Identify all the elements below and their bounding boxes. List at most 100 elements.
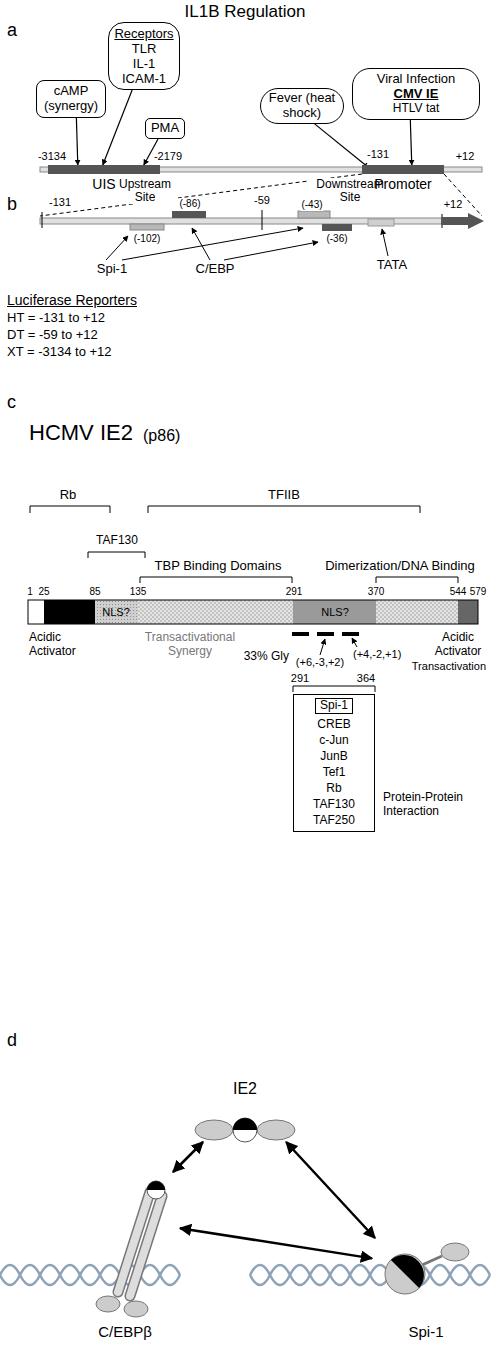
position-number: +12 bbox=[455, 150, 476, 163]
residue-number: 370 bbox=[367, 586, 386, 598]
residue-number: 1 bbox=[26, 586, 34, 598]
node-text: CREB bbox=[317, 716, 350, 732]
node-text: cAMP (synergy) bbox=[41, 84, 101, 114]
protein-domain bbox=[385, 1254, 425, 1294]
domain-tag: NLS? bbox=[101, 606, 131, 619]
callout-box: PMA bbox=[145, 118, 185, 139]
domain-label: Dimerization/DNA Binding bbox=[324, 559, 476, 574]
gene-segment bbox=[362, 165, 444, 174]
leader-arrow bbox=[192, 228, 210, 260]
domain-label: Transactivation bbox=[411, 660, 487, 673]
dna-strand bbox=[0, 1265, 180, 1285]
repeat-dash bbox=[292, 632, 309, 636]
element-label: TATA bbox=[376, 258, 408, 273]
position-number: +12 bbox=[443, 198, 464, 211]
dna-strand bbox=[250, 1265, 490, 1285]
bracket bbox=[293, 686, 375, 692]
tick bbox=[262, 210, 263, 230]
node-text: TAF130 bbox=[313, 796, 355, 812]
connector-arrow bbox=[103, 90, 132, 165]
callout-bubble: ReceptorsTLRIL-1ICAM-1 bbox=[108, 22, 180, 90]
node-contents: Spi-1 bbox=[298, 698, 370, 716]
connector-arrow bbox=[410, 120, 411, 165]
bracket bbox=[30, 506, 110, 513]
reporter-line: XT = -3134 to +12 bbox=[6, 345, 113, 360]
domain-label: Acidic Activator bbox=[427, 630, 489, 658]
leader-arrow bbox=[224, 242, 318, 260]
site-position: (-86) bbox=[178, 198, 201, 210]
dimer-core bbox=[147, 1181, 165, 1199]
acidic-domain bbox=[458, 600, 478, 624]
node-text: TLR bbox=[132, 41, 157, 56]
reporter-line: HT = -131 to +12 bbox=[6, 311, 106, 326]
bracket bbox=[140, 577, 292, 583]
protein-linker bbox=[422, 1256, 442, 1265]
leader-arrow bbox=[106, 236, 128, 260]
callout-box: cAMP (synergy) bbox=[36, 80, 106, 118]
node-text: Promoter bbox=[374, 176, 432, 192]
position-number: -2179 bbox=[153, 150, 183, 163]
dna-strand bbox=[250, 1265, 490, 1285]
node-text: Tef1 bbox=[323, 764, 346, 780]
interaction-box: Spi-1CREBc-JunJunBTef1RbTAF130TAF250 bbox=[293, 694, 375, 832]
node-text: ICAM-1 bbox=[122, 71, 166, 86]
connector-arrow bbox=[315, 124, 366, 165]
callout-bubble: Viral InfectionCMV IEHTLV tat bbox=[352, 68, 480, 120]
site-position: (-36) bbox=[325, 233, 348, 245]
panel-letter: d bbox=[6, 1030, 18, 1051]
protein-outline bbox=[28, 600, 478, 624]
residue-number: 85 bbox=[88, 586, 101, 598]
residue-number: 291 bbox=[285, 586, 304, 598]
tata-box bbox=[368, 219, 394, 226]
residue-number: 25 bbox=[37, 586, 50, 598]
domain-label: TAF130 bbox=[95, 534, 139, 548]
protein-figure: Spi-1 bbox=[372, 1238, 480, 1340]
acidic-domain bbox=[44, 600, 95, 624]
repeat-label: (+4,-2,+1) bbox=[352, 648, 402, 661]
node-text: Receptors bbox=[114, 26, 173, 41]
dimer-core-half bbox=[233, 1118, 257, 1130]
factor-label: Spi-1 bbox=[96, 262, 128, 277]
transcription-arrow bbox=[442, 213, 484, 229]
nls-domain bbox=[293, 600, 376, 624]
protein-figure: IE2 bbox=[192, 1080, 298, 1142]
node-text: JunB bbox=[320, 748, 347, 764]
leader-arrow bbox=[320, 639, 325, 655]
node-text: CMV IE bbox=[394, 87, 439, 102]
partner-box: Spi-1 bbox=[315, 698, 353, 714]
domain-label: TFIIB bbox=[267, 488, 301, 503]
panel-letter: b bbox=[6, 194, 18, 215]
panel-letter: a bbox=[6, 20, 18, 41]
spi1-site bbox=[130, 224, 164, 230]
node-text: Spi-1 bbox=[320, 699, 348, 713]
residue-number: 364 bbox=[356, 672, 376, 685]
node-text: IL-1 bbox=[133, 56, 155, 71]
node-text: UIS bbox=[92, 176, 115, 192]
nls-domain bbox=[95, 600, 138, 624]
bracket bbox=[148, 506, 420, 513]
protein-domain bbox=[257, 1120, 295, 1140]
node-text: IE2 bbox=[233, 1080, 257, 1098]
note-label: Protein-Protein Interaction bbox=[382, 790, 488, 818]
protein-domain bbox=[441, 1243, 469, 1261]
leader-arrow bbox=[382, 229, 388, 256]
dna-strand bbox=[0, 1265, 180, 1285]
reporter-line: DT = -59 to +12 bbox=[6, 328, 99, 343]
tick bbox=[42, 212, 43, 228]
protein-domain bbox=[195, 1120, 233, 1140]
synergy-domain bbox=[138, 600, 293, 624]
connector-arrow bbox=[76, 118, 77, 165]
node-text: Rb bbox=[326, 780, 341, 796]
factor-label: C/EBP bbox=[194, 262, 235, 277]
leader-arrow bbox=[352, 638, 357, 647]
connector-arrow bbox=[173, 1142, 203, 1172]
cebp-site bbox=[322, 224, 352, 231]
protein-domain bbox=[124, 1301, 148, 1317]
domain-label: Acidic Activator bbox=[28, 630, 94, 658]
node-text: TAF250 bbox=[313, 812, 355, 828]
residue-number: 579 bbox=[469, 586, 488, 598]
bracket bbox=[376, 577, 458, 583]
repeat-dash bbox=[317, 632, 334, 636]
protein-domain bbox=[96, 1296, 120, 1312]
